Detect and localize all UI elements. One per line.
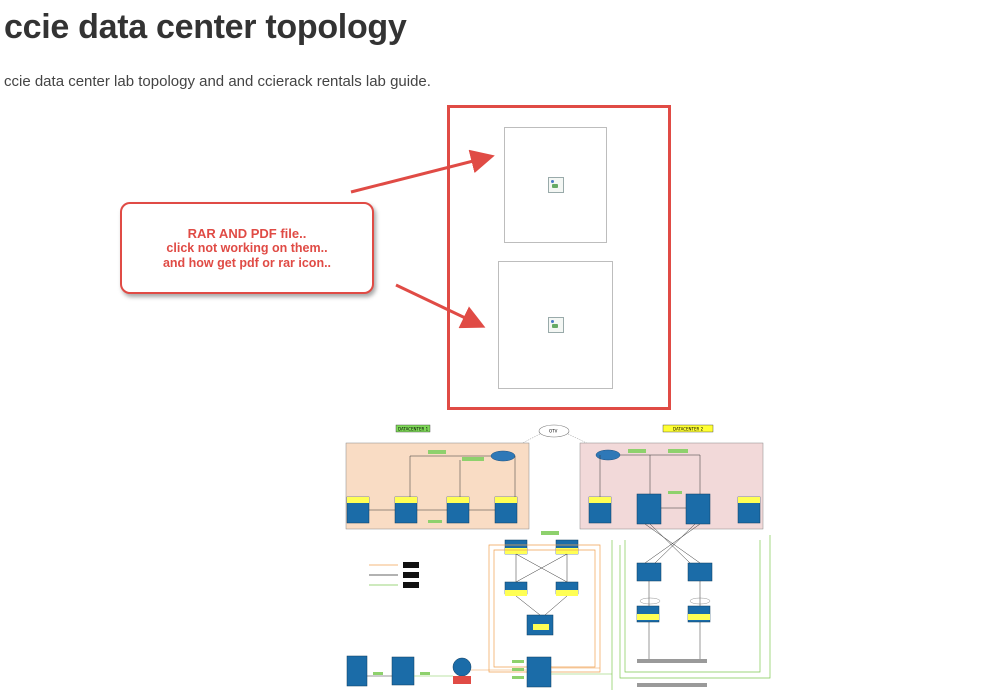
broken-image-icon bbox=[547, 317, 564, 333]
dc2-label: DATACENTER 2 bbox=[673, 427, 704, 432]
arrow-to-rar bbox=[350, 149, 495, 194]
callout-line-3: and how get pdf or rar icon.. bbox=[162, 255, 332, 270]
dc1-label: DATACENTER 1 bbox=[398, 427, 429, 432]
annotation-callout: RAR AND PDF file.. click not working on … bbox=[120, 202, 374, 294]
callout-line-2: click not working on them.. bbox=[166, 240, 328, 255]
page-description: ccie data center lab topology and and cc… bbox=[4, 73, 431, 90]
rar-file-image[interactable] bbox=[504, 127, 607, 243]
topology-diagram: DATACENTER 1 DATACENTER 2 OTV bbox=[345, 424, 771, 690]
otv-label: OTV bbox=[549, 429, 558, 434]
broken-image-icon bbox=[547, 177, 564, 193]
page-title: ccie data center topology bbox=[4, 8, 407, 46]
arrow-to-pdf bbox=[395, 283, 486, 329]
callout-line-1: RAR AND PDF file.. bbox=[187, 225, 307, 241]
pdf-file-image[interactable] bbox=[498, 261, 613, 389]
highlight-box bbox=[447, 105, 671, 410]
